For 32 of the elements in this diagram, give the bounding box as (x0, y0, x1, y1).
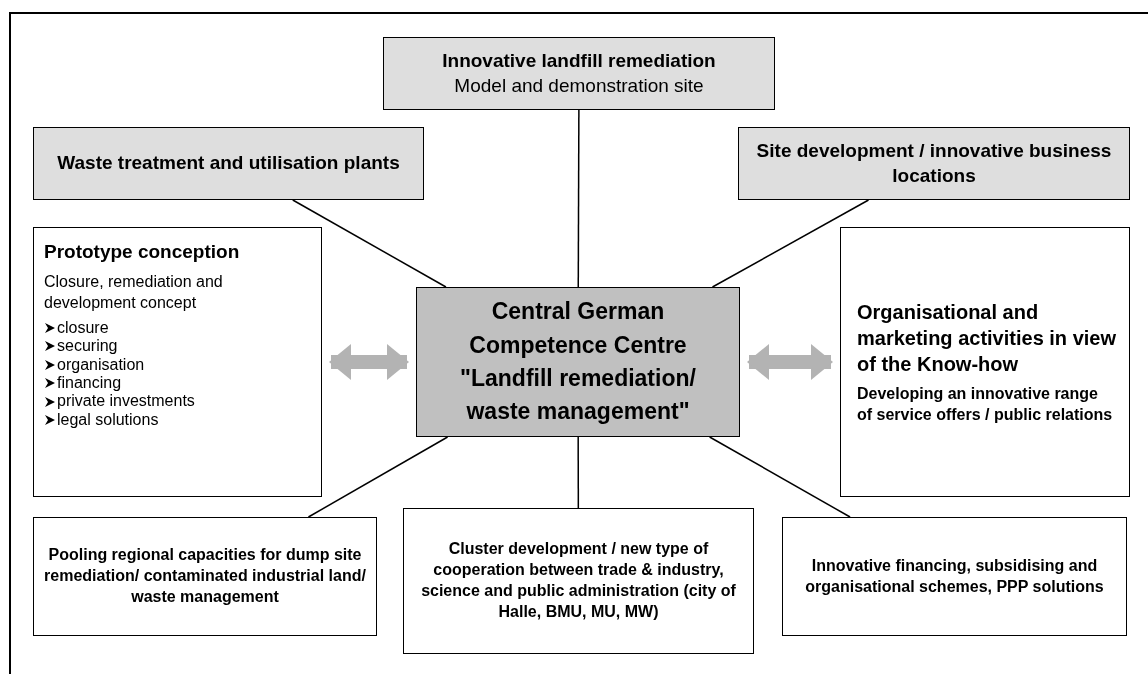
double-arrow (329, 344, 409, 380)
box-heading: Cluster development / new type of cooperation between trade & industry, science and public administration (city of Halle, BMU, MU, MW) (420, 539, 737, 622)
box-heading: Organisational and marketing activities in view of the Know-how (857, 299, 1117, 377)
list-item: legal solutions (57, 410, 159, 430)
connector-line (577, 109, 580, 288)
box-heading: Central German Competence Centre "Landfill remediation/ waste management" (459, 297, 697, 427)
box-heading: Innovative landfill remediation (442, 48, 716, 73)
box-heading: Innovative financing, subsidising and organisational schemes, PPP solutions (804, 555, 1105, 597)
topic-box (403, 508, 754, 654)
topic-box (840, 227, 1130, 497)
topic-box (33, 227, 322, 497)
connector-line (711, 199, 870, 288)
box-heading: Prototype conception (44, 240, 240, 264)
list-item: financing (57, 374, 122, 393)
topic-box (738, 127, 1130, 200)
topic-box (33, 127, 424, 200)
connector-line (577, 436, 580, 509)
list-item: securing (57, 337, 118, 356)
topic-box (383, 37, 775, 110)
list-item: organisation (57, 355, 145, 375)
box-heading: Waste treatment and utilisation plants (57, 151, 400, 176)
central-box (416, 287, 740, 437)
topic-box (33, 517, 377, 636)
list-item: closure (57, 318, 109, 338)
list-item: private investments (57, 392, 195, 411)
box-heading: Pooling regional capacities for dump site remediation/ contaminated industrial land/ waste management (43, 545, 367, 607)
connector-line (292, 199, 447, 288)
box-text: Developing an innovative range of service offers / public relations (857, 383, 1114, 425)
topic-box (782, 517, 1127, 636)
box-text: Model and demonstration site (454, 74, 704, 99)
double-arrow (747, 344, 833, 380)
box-heading: Site development / innovative business locations (755, 138, 1113, 188)
